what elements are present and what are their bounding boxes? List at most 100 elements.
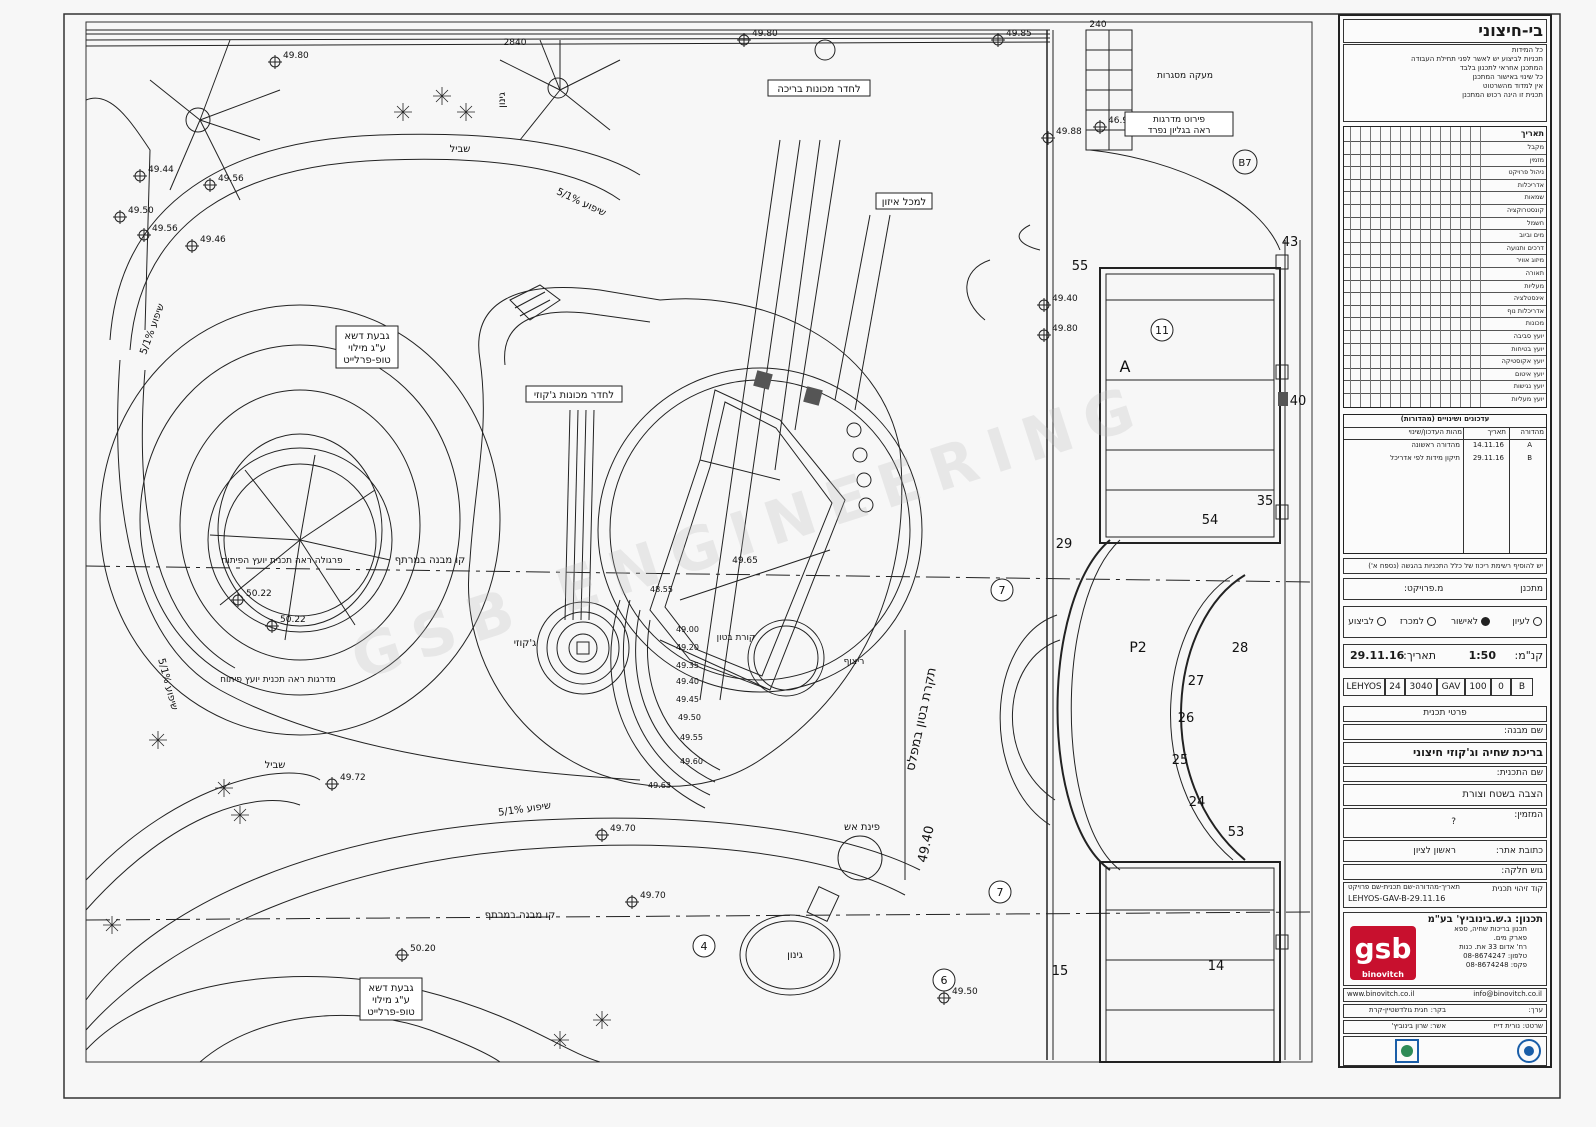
step-level: 49.00 [676,625,699,634]
company-details: תכנון בריכות שחיה, ספא פארק מים. רח' אדו… [1417,925,1527,970]
level-marker: 50.22 [231,589,272,607]
parcel-label: גוש חלקה: [1343,864,1547,880]
site-row: כתובת אתר: ראשון לציון [1343,840,1547,862]
rev-col-header: מהדורה [1520,428,1544,436]
note-line: תכניות לביצוע יש לאשר לפני תחילת העבודה [1411,55,1543,63]
site-label: כתובת אתר: [1495,846,1543,856]
code-cell: 3040 [1405,678,1437,696]
note-line: המתכנן אחראי לתכנון בלבד [1459,64,1543,72]
level-value: 49.80 [1052,324,1078,334]
step-levels: 48.5549.0049.2049.3549.4049.4549.5049.55… [648,585,703,790]
step-level: 49.50 [678,713,701,722]
plan-name: הצבה בשטח וצורת [1343,784,1547,806]
code-cell: 100 [1465,678,1491,696]
step-level: 49.45 [676,695,699,704]
callouts: 7 7 4 6 11 [692,318,1174,992]
discipline-item: יועץ נגישות [1513,382,1544,391]
discipline-item: חשמל [1527,218,1544,227]
checked-by: חגית גולדשטיין-קרת [1368,1006,1428,1014]
level-value: 49.46 [200,235,226,245]
label-slope-3: שיפוע 5/1% [155,657,179,711]
label-stairs-detail: מדרגות ראה תכנית יועץ פיתוח [220,675,336,685]
discipline-item: שמאות [1524,193,1544,202]
step-level: 49.40 [676,677,699,686]
scale-date-row: קנ"מ: 1:50 תאריך: 29.11.16 [1343,644,1547,668]
label-finish-title: תקרת בטון במפלס [903,666,940,772]
label-balance-tank: למכל איזון [882,197,926,208]
status-approval[interactable]: לאישור [1451,611,1490,633]
section-callout: 7 [990,578,1014,602]
level-value: 49.70 [610,824,636,834]
approved-label: שרטט: [1522,1022,1543,1030]
level-value: 49.40 [1052,294,1078,304]
level-value: 49.44 [148,165,174,175]
revisions-table: עדכונים ושינויים (מהדורות) מהדורה תאריך … [1343,414,1547,554]
label-jacuzzi: ג'קוזי [514,638,536,649]
discipline-item: מכונות [1525,319,1544,328]
status-tender[interactable]: למכרז [1400,611,1436,633]
label-jacuzzi-machine-room: לחדר מכונות ג'קוזי [534,390,614,401]
level-value: 49.50 [128,206,154,216]
company-name: תכנון: ג.ש.בינוביץ' בע"מ [1427,914,1543,925]
general-notes: כל המידות תכניות לביצוע יש לאשר לפני תחי… [1343,44,1547,122]
standards-seal-icon [1395,1039,1419,1063]
email-link[interactable]: info@binovitch.co.il [1473,990,1542,998]
client-row: המזמין: ? [1343,808,1547,838]
svg-text:11: 11 [1155,324,1169,337]
revision-row: A 14.11.16 מהדורה ראשונה [1344,441,1546,453]
note-line: תכנית זו הינה רכוש המתכנן [1462,91,1543,99]
level-value: 49.80 [752,29,778,39]
discipline-item: ניהול פרויקט [1508,168,1544,177]
discipline-item: מים וביוב [1519,231,1544,240]
scale-value: 1:50 [1468,649,1496,662]
label-lawn-mound-1-a: גבעת דשא [344,331,389,342]
svg-text:B7: B7 [1238,158,1251,169]
cert-row [1343,1036,1547,1066]
discipline-item: יועץ אקוסטיקה [1501,357,1544,366]
column-number: 27 [1188,674,1205,689]
column-number: 25 [1172,753,1189,768]
revision-desc: מהדורה ראשונה [1411,441,1460,449]
label-slope-4: שיפוע 5/1% [497,800,551,818]
scale-label: קנ"מ: [1514,649,1543,662]
warning-note: יש להוסיף רשימת ריכוז של כלל התכניות בהג… [1343,558,1547,574]
title-block: בי-חיצוני כל המידות תכניות לביצוע יש לאש… [1338,14,1552,1068]
label-pergola-detail: פרגולה ראה תכנית יועץ הפיתוח [221,556,343,566]
status-review[interactable]: לעיון [1512,611,1542,633]
code-cell: B [1511,678,1533,696]
code-cell: GAV [1437,678,1465,696]
approver-label: אשר: [1430,1022,1446,1030]
drawn-label: ערך: [1528,1006,1543,1014]
level-value: 50.22 [280,615,306,625]
plan-details-label: פרטי תכנית [1343,706,1547,722]
logo-subtext: binovitch [1362,970,1404,979]
level-marker: 46.90 [1093,116,1134,134]
pool-rectangle [649,389,846,691]
discipline-item: מיזוג אוויר [1516,256,1544,265]
status-construction[interactable]: לביצוע [1348,611,1386,633]
level-marker: 49.70 [595,824,636,842]
section-callout: 6 [932,968,956,992]
contact-row: www.binovitch.co.il info@binovitch.co.il [1343,988,1547,1002]
label-path-top: שביל [450,144,471,155]
curved-facade [1056,539,1111,871]
website-link[interactable]: www.binovitch.co.il [1347,990,1415,998]
column-number: 55 [1072,259,1089,274]
column-number: 24 [1189,795,1206,810]
label-stairs-detail-2-b: ראה בגליון נפרד [1148,126,1211,136]
logo-text: gsb [1354,932,1412,965]
drawn-by: נורית דייז [1493,1022,1520,1030]
level-value: 49.50 [952,987,978,997]
label-elev-finish: 49.40 [915,825,937,865]
label-dim-2840: 2840 [504,38,527,48]
discipline-item: אדריכלות נוף [1507,306,1544,315]
section-callout: 7 [988,880,1012,904]
svg-text:4: 4 [701,940,708,953]
level-value: 46.90 [1108,116,1134,126]
client-label: המזמין: [1514,810,1543,820]
step-level: 48.55 [650,585,673,594]
signoff-row: שרטט: נורית דייז אשר: שרון בינוביץ' [1343,1020,1547,1034]
path-curve-inner [129,158,621,351]
label-lawn-mound-1-c: טופ-פרלייט [343,355,391,366]
column-number: 29 [1056,537,1073,552]
